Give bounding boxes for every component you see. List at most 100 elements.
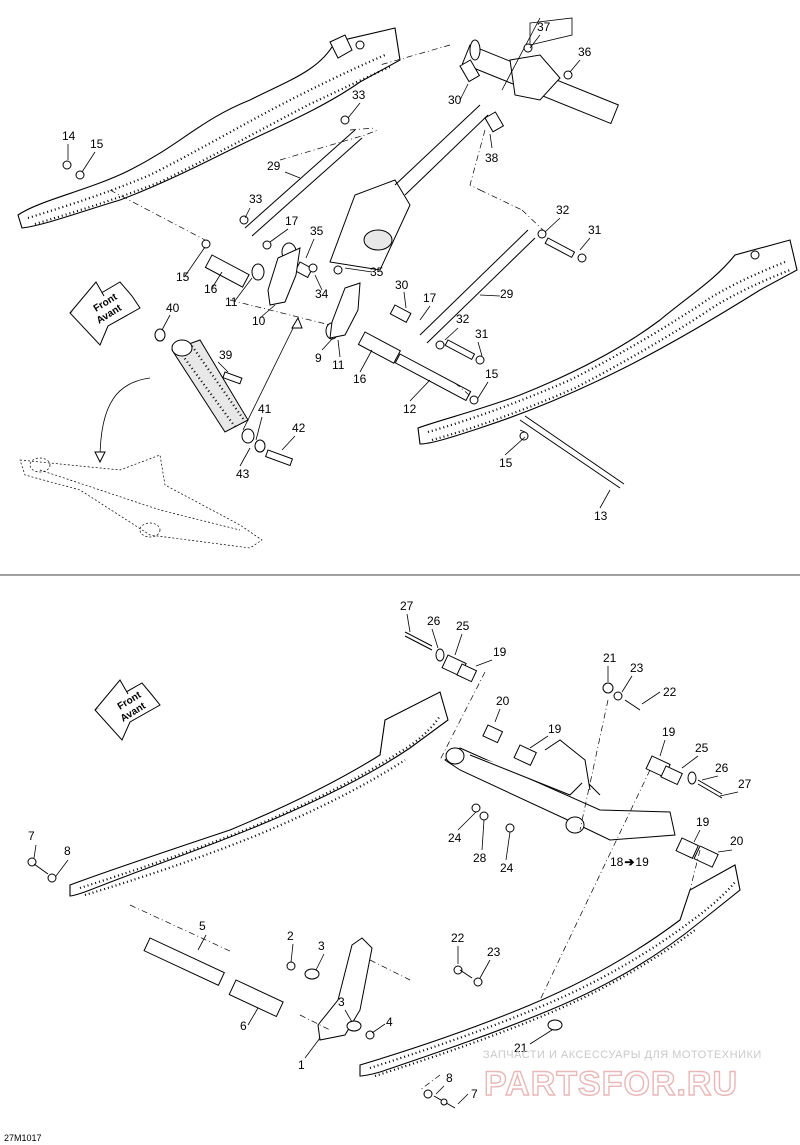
callout: 38 bbox=[485, 151, 499, 165]
callout: 39 bbox=[219, 348, 233, 362]
bracket-1 bbox=[317, 937, 373, 1041]
callout: 23 bbox=[630, 661, 644, 675]
callout: 16 bbox=[353, 372, 367, 386]
callout: 25 bbox=[695, 741, 709, 755]
leaders-top bbox=[67, 34, 611, 509]
callout: 11 bbox=[332, 358, 345, 372]
upper-cross-shaft bbox=[459, 39, 620, 133]
callout: 17 bbox=[423, 291, 437, 305]
callout: 21 bbox=[603, 651, 617, 665]
callouts-bottom: 27 26 25 19 21 23 22 20 19 19 25 26 27 2… bbox=[28, 599, 752, 1101]
callout: 20 bbox=[496, 694, 510, 708]
link-rod-upper bbox=[244, 129, 356, 229]
callout: 13 bbox=[594, 509, 608, 523]
right-rail bbox=[417, 239, 798, 445]
arm-10 bbox=[267, 247, 301, 306]
spacer-16-upper bbox=[204, 254, 250, 288]
leaders-bottom bbox=[33, 613, 739, 1105]
callout: 29 bbox=[267, 159, 281, 173]
callout: 20 bbox=[730, 834, 744, 848]
spacer-6 bbox=[228, 979, 284, 1018]
callout: 8 bbox=[64, 844, 71, 858]
callout: 25 bbox=[456, 619, 470, 633]
callout: 15 bbox=[499, 456, 513, 470]
spacer-16-lower bbox=[357, 331, 401, 364]
callout: 10 bbox=[252, 314, 266, 328]
front-arrow-icon-bottom: Front Avant bbox=[94, 679, 161, 741]
right-rail-bottom bbox=[359, 864, 741, 1078]
rear-shock bbox=[154, 328, 294, 467]
callout: 34 bbox=[315, 287, 329, 301]
callout: 27 bbox=[400, 599, 414, 613]
callout: 12 bbox=[403, 402, 417, 416]
callout: 36 bbox=[578, 45, 592, 59]
callout: 33 bbox=[352, 88, 366, 102]
callout: 7 bbox=[28, 829, 35, 843]
callout: 22 bbox=[663, 685, 677, 699]
callout: 26 bbox=[715, 761, 729, 775]
figure-code: 27M1017 bbox=[4, 1133, 42, 1143]
callout: 31 bbox=[588, 223, 602, 237]
callout: 26 bbox=[427, 614, 441, 628]
callout: 15 bbox=[485, 367, 499, 381]
watermark-tagline: ЗАПЧАСТИ И АКСЕССУАРЫ ДЛЯ МОТОТЕХНИКИ bbox=[483, 1049, 762, 1061]
callout: 24 bbox=[500, 861, 514, 875]
left-rail bbox=[17, 27, 401, 229]
callout: 4 bbox=[386, 1015, 393, 1029]
callout: 23 bbox=[487, 945, 501, 959]
bottom-assembly: Front Avant bbox=[27, 631, 741, 1109]
callout: 9 bbox=[315, 351, 322, 365]
top-assembly: Front Avant bbox=[17, 17, 798, 549]
watermark-brand: PARTSFOR.RU bbox=[484, 1065, 738, 1103]
callout: 7 bbox=[471, 1087, 478, 1101]
callout: 19 bbox=[493, 645, 507, 659]
watermark: ЗАПЧАСТИ И АКСЕССУАРЫ ДЛЯ МОТОТЕХНИКИ PA… bbox=[483, 1049, 762, 1104]
ghost-swing-arm bbox=[19, 454, 263, 549]
callout: 3 bbox=[338, 995, 345, 1009]
front-arrow-icon: Front Avant bbox=[69, 281, 141, 346]
left-rail-bottom bbox=[69, 691, 449, 897]
callout: 41 bbox=[258, 402, 272, 416]
callout: 28 bbox=[473, 851, 487, 865]
callout: 11 bbox=[225, 295, 238, 309]
callout: 5 bbox=[199, 919, 206, 933]
callout: 32 bbox=[556, 203, 570, 217]
callout: 19 bbox=[662, 725, 676, 739]
callout: 30 bbox=[448, 93, 462, 107]
callout: 21 bbox=[514, 1041, 528, 1055]
link-rod-lower bbox=[419, 229, 529, 336]
callout: 16 bbox=[204, 282, 218, 296]
callout: 24 bbox=[448, 831, 462, 845]
callout: 42 bbox=[292, 421, 306, 435]
arm-9 bbox=[329, 282, 361, 339]
callout: 6 bbox=[240, 1019, 247, 1033]
callout: 32 bbox=[456, 312, 470, 326]
callout-range: 18➔19 bbox=[610, 855, 649, 869]
callout: 30 bbox=[395, 278, 409, 292]
callout: 33 bbox=[249, 192, 263, 206]
callout: 2 bbox=[287, 929, 294, 943]
callouts-top: 37 36 30 38 33 14 15 29 33 17 35 32 31 1… bbox=[62, 20, 608, 523]
callout: 19 bbox=[548, 722, 562, 736]
callout: 40 bbox=[166, 301, 180, 315]
bolt-13 bbox=[519, 419, 621, 489]
callout: 43 bbox=[236, 467, 250, 481]
callout: 27 bbox=[738, 777, 752, 791]
callout: 35 bbox=[310, 224, 324, 238]
callout: 22 bbox=[451, 931, 465, 945]
callout: 8 bbox=[446, 1071, 453, 1085]
callout: 19 bbox=[696, 815, 710, 829]
callout: 3 bbox=[318, 939, 325, 953]
spacer-5 bbox=[143, 937, 225, 987]
callout: 15 bbox=[90, 137, 104, 151]
callout: 31 bbox=[475, 327, 489, 341]
callout: 35 bbox=[370, 265, 384, 279]
callout: 29 bbox=[500, 287, 514, 301]
callout: 1 bbox=[298, 1058, 305, 1072]
callout: 37 bbox=[537, 20, 551, 34]
center-shock bbox=[329, 104, 489, 271]
callout: 17 bbox=[285, 214, 299, 228]
axle-12 bbox=[394, 353, 472, 402]
front-swing-arm bbox=[444, 724, 676, 841]
